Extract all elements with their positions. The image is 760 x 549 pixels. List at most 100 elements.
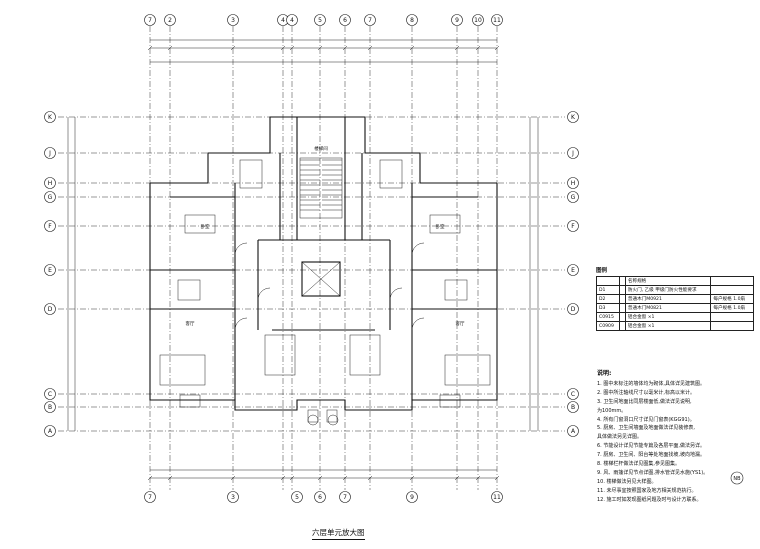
axis-bubble — [227, 491, 239, 503]
axis-bubble — [406, 491, 418, 503]
note-line: 具体做法另见详图。 — [597, 434, 643, 441]
room-label: 客厅 — [186, 320, 195, 327]
door-swing — [411, 317, 425, 331]
legend-cell: 普通木门M0821 — [624, 303, 712, 313]
dimension-tick — [454, 475, 460, 481]
axis-bubble — [44, 220, 56, 232]
axis-bubble — [314, 14, 326, 26]
axis-bubble — [567, 401, 579, 413]
axis-label: 3 — [231, 17, 235, 24]
outer-wall — [149, 183, 498, 411]
axis-bubble — [567, 111, 579, 123]
dimension-tick — [342, 475, 348, 481]
notes-list: 1. 图中未标注的墙体均为砌体,具体详见建筑图。2. 图中所注轴线尺寸以毫米计,… — [597, 380, 757, 505]
axis-bubble — [44, 401, 56, 413]
note-line: 8. 楼梯栏杆做法详见图集,参见图集。 — [597, 461, 680, 468]
axis-bubble — [567, 388, 579, 400]
axis-bubble — [406, 14, 418, 26]
fixture — [264, 334, 296, 376]
axis-label: 11 — [493, 17, 501, 24]
legend-row: 名称规格 — [595, 276, 754, 286]
axis-label: 5 — [295, 494, 299, 501]
axis-bubble — [472, 14, 484, 26]
note-line: 9. 风、雨篷详见节点详图,排水管详见水施(YS1)。 — [597, 469, 709, 476]
dimension-tick — [230, 45, 236, 51]
fixture — [239, 159, 263, 189]
fixture — [444, 354, 491, 386]
axis-label: D — [48, 306, 53, 313]
note-line: 4. 所有门窗洞口尺寸详见门窗表(KGG91)。 — [597, 416, 695, 423]
axis-bubble — [44, 191, 56, 203]
axis-label: K — [48, 114, 53, 121]
fixture — [429, 214, 461, 234]
axis-bubble — [567, 303, 579, 315]
elevator-x — [301, 261, 341, 297]
dimension-tick — [494, 475, 500, 481]
axis-bubble — [44, 147, 56, 159]
axis-label: E — [571, 267, 575, 274]
axis-bubble — [364, 14, 376, 26]
axis-bubble — [44, 425, 56, 437]
fixture — [159, 354, 206, 386]
notes-heading: 说明: — [597, 370, 612, 377]
room-label: 客厅 — [456, 320, 465, 327]
legend-cell — [710, 285, 754, 295]
axis-label: 5 — [318, 17, 322, 24]
legend-title: 图例 — [596, 268, 608, 274]
axis-bubble — [567, 425, 579, 437]
note-line: 6. 节能设计详见节能专篇及各层平面,做法另详。 — [597, 443, 705, 450]
axis-label: 4 — [281, 17, 285, 24]
axis-label: 3 — [231, 494, 235, 501]
axis-bubble — [567, 220, 579, 232]
dimension-tick — [167, 475, 173, 481]
door-swing — [411, 242, 425, 256]
fixture — [177, 279, 201, 301]
door-swing — [389, 287, 403, 301]
column-mark — [307, 414, 319, 426]
axis-label: F — [571, 223, 575, 230]
dimension-tick — [230, 475, 236, 481]
note-line: 1. 图中未标注的墙体均为砌体,具体详见建筑图。 — [597, 380, 705, 387]
fixture — [184, 214, 216, 234]
legend-cell: 每户规格 1.0扇 — [710, 303, 754, 313]
legend-cell: 铝合金窗 ×1 — [624, 312, 712, 322]
axis-bubble — [44, 388, 56, 400]
dimension-tick — [280, 45, 286, 51]
fixture — [349, 334, 381, 376]
note-line: 7. 厨房、卫生间、阳台等处地面找坡,坡向地漏。 — [597, 452, 705, 459]
axis-bubble — [567, 264, 579, 276]
axis-label: 9 — [410, 494, 414, 501]
door-swing — [257, 287, 271, 301]
axis-label: 7 — [148, 494, 152, 501]
legend-cell: 每户规格 1.0扇 — [710, 294, 754, 304]
axis-label: 7 — [368, 17, 372, 24]
dimension-tick — [289, 45, 295, 51]
legend-cell: 普通木门M0921 — [624, 294, 712, 304]
door-swing — [234, 242, 248, 256]
elevator-shaft — [301, 261, 341, 297]
dimension-tick — [454, 45, 460, 51]
axis-bubble — [44, 303, 56, 315]
legend-cell: 名称规格 — [624, 276, 712, 286]
axis-bubble — [44, 111, 56, 123]
axis-label: 2 — [168, 17, 172, 24]
legend-cell: C0915 — [595, 312, 621, 322]
column-mark — [327, 414, 339, 426]
dimension-tick — [409, 475, 415, 481]
axis-bubble — [144, 491, 156, 503]
axis-bubble — [491, 14, 503, 26]
axis-bubble — [44, 264, 56, 276]
axis-bubble — [44, 177, 56, 189]
outer-wall — [150, 116, 497, 184]
note-line: 为100mm。 — [597, 407, 627, 414]
legend-cell: 铝合金窗 ×1 — [624, 321, 712, 331]
note-line: 10. 楼梯做法另见大样图。 — [597, 478, 657, 485]
note-line: 12. 施工时如发现图纸问题及时与设计方联系。 — [597, 496, 702, 503]
axis-label: 6 — [318, 494, 322, 501]
dimension-tick — [317, 45, 323, 51]
